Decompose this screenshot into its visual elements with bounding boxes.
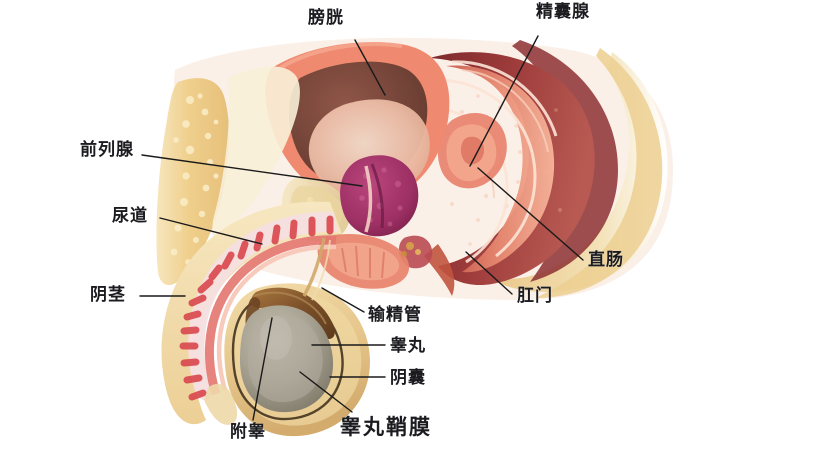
penis-structure — [161, 201, 342, 425]
label-scrotum: 阴囊 — [390, 368, 426, 388]
pelvic-vessels — [401, 242, 421, 257]
label-urethra: 尿道 — [112, 206, 148, 226]
label-rectum: 直肠 — [588, 250, 624, 270]
label-prostate: 前列腺 — [80, 140, 134, 160]
label-penis: 阴茎 — [90, 285, 126, 305]
label-tunica-vaginalis: 睾丸鞘膜 — [340, 415, 432, 439]
gluteal-fat-layer — [488, 48, 668, 298]
vas-deferens-cord — [302, 237, 331, 301]
label-bladder: 膀胱 — [308, 8, 344, 28]
sacrum-posterior-wall — [512, 40, 618, 282]
label-seminal-vesicle: 精囊腺 — [536, 2, 590, 22]
label-epididymis: 附睾 — [230, 422, 266, 442]
urethral-bulb-root — [317, 234, 410, 289]
label-anus: 肛门 — [517, 286, 553, 306]
label-vas-deferens: 输精管 — [368, 305, 422, 325]
label-testis: 睾丸 — [390, 336, 426, 356]
